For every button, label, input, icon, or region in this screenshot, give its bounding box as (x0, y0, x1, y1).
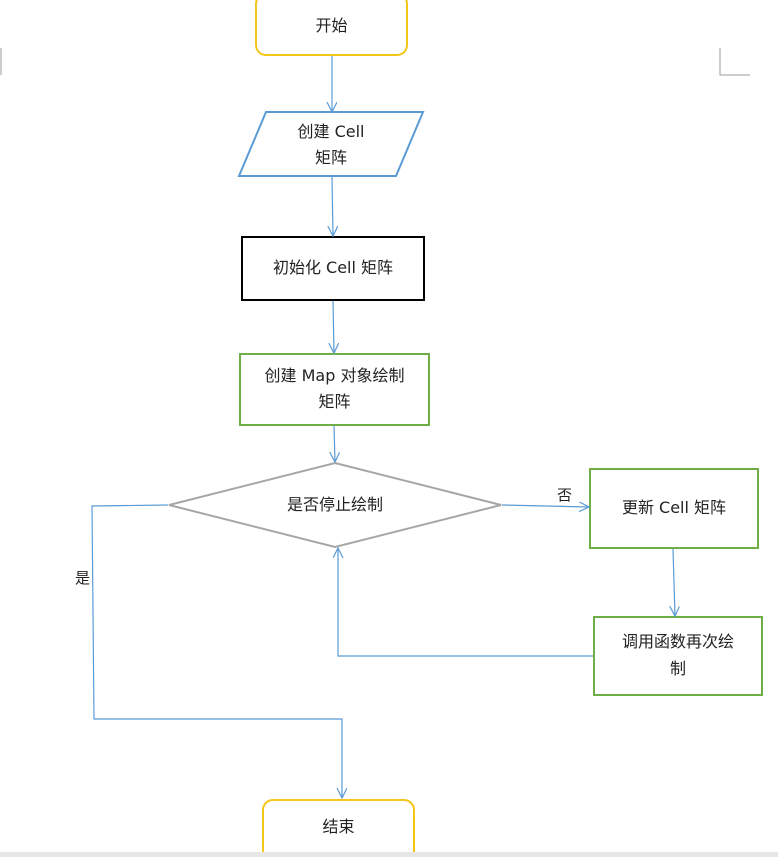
arrow-decision-to-end (91, 504, 342, 798)
arrow-update-to-redraw (673, 548, 675, 616)
arrow-create-cell-to-init (332, 176, 333, 236)
create-cell-label-line2: 矩阵 (314, 148, 347, 167)
start-node (255, 0, 408, 56)
arrow-decision-to-update (501, 505, 589, 507)
arrow-init-to-create-map (333, 300, 334, 353)
update-cell-label: 更新 Cell 矩阵 (621, 498, 727, 517)
page-corner-mark-right (719, 48, 750, 76)
end-label: 结束 (322, 817, 355, 836)
edge-label-no: 否 (557, 486, 573, 504)
create-map-node (239, 353, 430, 426)
redraw-label-line1: 调用函数再次绘 (621, 632, 734, 651)
arrow-create-map-to-decision (334, 425, 335, 462)
start-label: 开始 (315, 16, 348, 35)
redraw-node (593, 616, 763, 696)
bottom-scroll-strip (0, 852, 778, 857)
create-map-label-line2: 矩阵 (318, 392, 351, 411)
create-map-label-line1: 创建 Map 对象绘制 (264, 366, 405, 385)
redraw-label-line2: 制 (669, 659, 686, 678)
edge-label-yes: 是 (75, 569, 91, 587)
init-cell-label: 初始化 Cell 矩阵 (272, 258, 394, 277)
create-cell-label-line1: 创建 Cell (297, 122, 365, 141)
end-node (262, 799, 415, 857)
decision-label: 是否停止绘制 (286, 495, 383, 514)
create-cell-node (237, 111, 425, 177)
arrow-redraw-to-decision (338, 548, 593, 657)
